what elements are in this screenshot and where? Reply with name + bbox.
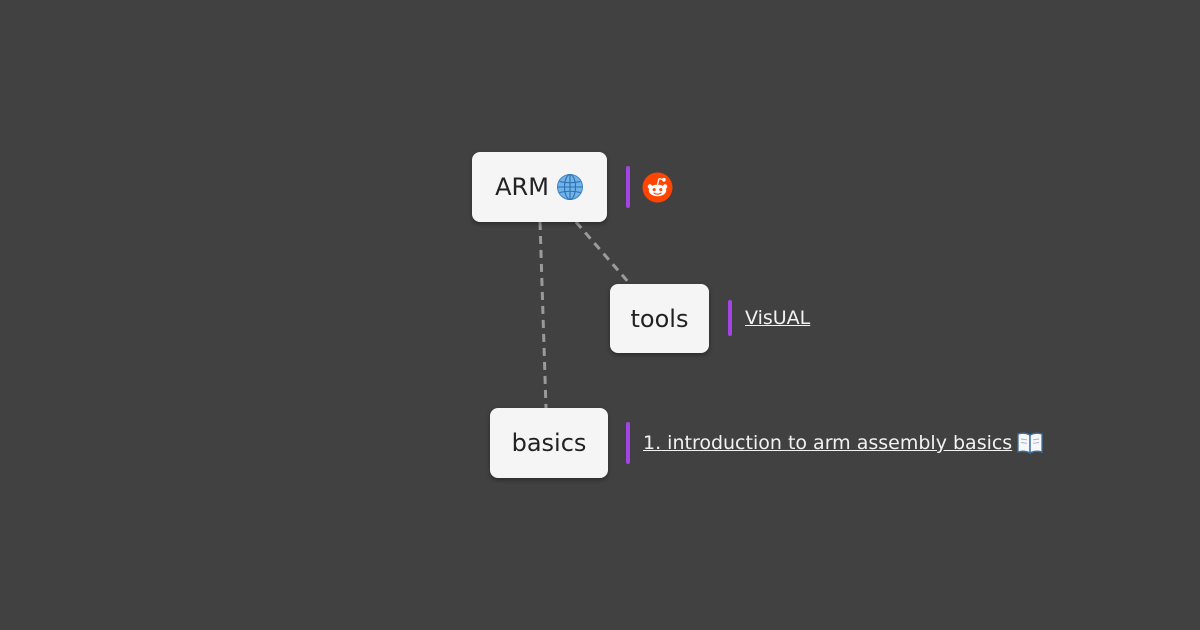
node-tools-label: tools xyxy=(630,304,689,333)
node-basics-label: basics xyxy=(511,429,587,457)
globe-icon xyxy=(556,173,583,201)
visual-link[interactable]: VisUAL xyxy=(745,307,811,329)
node-basics[interactable]: basics xyxy=(490,408,608,478)
node-arm[interactable]: ARM xyxy=(472,152,607,222)
reddit-icon[interactable] xyxy=(642,171,673,203)
connector-arm-tools xyxy=(574,221,632,285)
connector-arm-basics xyxy=(538,221,548,409)
note-basics: 1. introduction to arm assembly basics xyxy=(626,422,1044,464)
book-icon xyxy=(1017,432,1043,455)
note-tools-accent-bar xyxy=(728,300,732,336)
arm-basics-link-text: 1. introduction to arm assembly basics xyxy=(643,432,1013,454)
note-basics-accent-bar xyxy=(626,422,630,464)
note-tools: VisUAL xyxy=(728,300,810,336)
node-arm-label: ARM xyxy=(495,173,549,201)
note-arm xyxy=(626,166,673,208)
node-tools[interactable]: tools xyxy=(610,284,709,353)
note-arm-accent-bar xyxy=(626,166,630,208)
arm-basics-link[interactable]: 1. introduction to arm assembly basics xyxy=(643,432,1012,454)
